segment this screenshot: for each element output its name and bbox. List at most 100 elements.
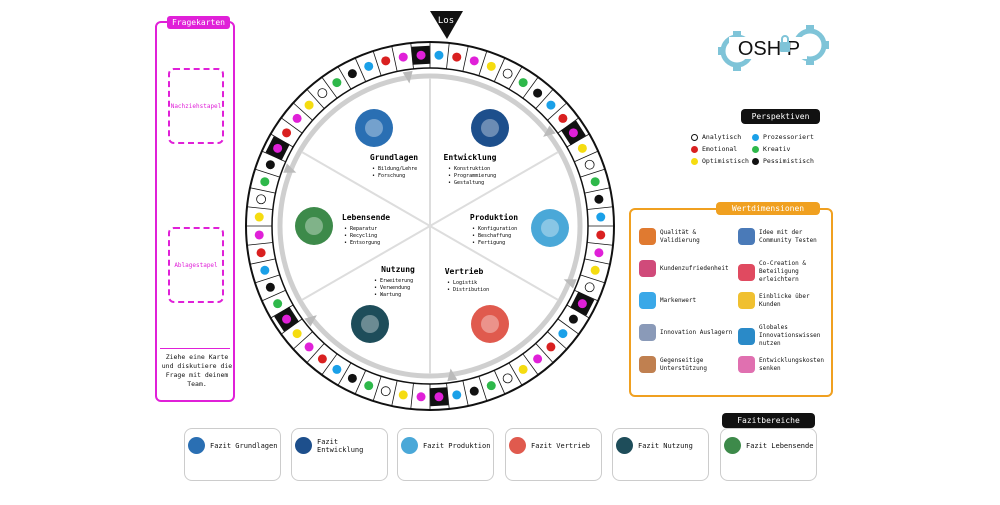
- track-field: [502, 68, 513, 79]
- track-separator: [508, 362, 523, 386]
- track-separator: [306, 343, 325, 364]
- direction-arrow: [563, 279, 577, 289]
- track-field: [546, 100, 556, 110]
- wertdimension-item: Innovation Auslagern: [639, 324, 734, 341]
- wertdimension-label: Gegenseitige Unterstützung: [660, 356, 707, 372]
- track-field: [332, 364, 342, 374]
- fazit-card[interactable]: Fazit Grundlagen: [184, 428, 281, 481]
- track-separator: [535, 88, 554, 109]
- wertdimension-item: Globales Innovationswissen nutzen: [738, 324, 826, 348]
- track-separator: [522, 353, 539, 376]
- fazit-icon: [188, 437, 205, 454]
- fazit-label: Fazit Entwicklung: [317, 437, 364, 454]
- track-field: [273, 143, 283, 153]
- wertdimension-icon: [639, 260, 656, 277]
- track-field: [486, 61, 496, 71]
- track-field: [260, 177, 270, 187]
- perspektive-item: Prozessoriert: [752, 133, 814, 141]
- track-field: [292, 329, 302, 339]
- track-circle: [277, 73, 583, 379]
- track-field: [398, 52, 408, 62]
- fazit-card[interactable]: Fazit Produktion: [397, 428, 494, 481]
- sector-title: Grundlagen: [370, 153, 418, 162]
- track-separator: [372, 376, 382, 402]
- track-field: [317, 88, 328, 99]
- fazit-card[interactable]: Fazit Entwicklung: [291, 428, 388, 481]
- sector-icon-detail: [361, 315, 379, 333]
- sector-item: • Gestaltung: [448, 180, 484, 186]
- track-field: [518, 78, 528, 88]
- track-field: [304, 100, 314, 110]
- wertdimension-icon: [639, 228, 656, 245]
- track-separator: [574, 150, 599, 163]
- wertdimension-item: Co-Creation & Beteiligung erleichtern: [738, 260, 826, 284]
- perspektive-dot: [691, 157, 698, 165]
- wertdimension-icon: [639, 324, 656, 341]
- perspektive-label: Optimistisch: [702, 157, 749, 165]
- track-separator: [270, 304, 294, 319]
- board-arrows: [283, 70, 577, 382]
- track-field: [452, 390, 462, 400]
- sector-produktion: Produktion• Konfiguration• Beschaffung• …: [470, 209, 569, 247]
- sector-icon-detail: [541, 219, 559, 237]
- nachziehstapel-slot[interactable]: Nachziehstapel: [168, 68, 224, 144]
- track-field: [584, 282, 595, 293]
- fazit-card[interactable]: Fazit Nutzung: [612, 428, 709, 481]
- ablagestapel-slot[interactable]: Ablagestapel: [168, 227, 224, 303]
- wertdimension-item: Kundenzufriedenheit: [639, 260, 734, 277]
- perspektive-item: Optimistisch: [691, 157, 749, 165]
- fazit-label: Fazit Lebensende: [746, 441, 814, 450]
- direction-arrow: [543, 125, 556, 137]
- track-separator: [321, 353, 338, 376]
- track-separator: [522, 76, 539, 99]
- sector-icon: [295, 207, 333, 245]
- track-separator: [508, 66, 523, 90]
- fazit-card-header: Fazit Grundlagen: [188, 437, 277, 454]
- track-field: [260, 265, 270, 275]
- sector-item: • Fertigung: [472, 240, 505, 246]
- track-separator: [306, 88, 325, 109]
- sector-item: • Konstruktion: [448, 166, 490, 172]
- direction-arrow: [447, 368, 458, 382]
- sector-title: Nutzung: [381, 265, 415, 274]
- fazit-label: Fazit Produktion: [423, 441, 491, 450]
- wertdimension-icon: [738, 327, 755, 345]
- track-field: [502, 373, 513, 384]
- perspektive-dot: [752, 157, 759, 165]
- track-separator: [587, 206, 614, 210]
- track-separator: [254, 168, 280, 178]
- track-separator: [270, 133, 294, 148]
- fazit-icon: [724, 437, 741, 454]
- sector-icon: [531, 209, 569, 247]
- board-sectors: Grundlagen• Bildung/Lehre• ForschungEntw…: [295, 109, 569, 343]
- wertdimension-item: Qualität & Validierung: [639, 228, 734, 245]
- fazit-card-header: Fazit Produktion: [401, 437, 490, 454]
- perspektive-dot: [691, 145, 698, 153]
- track-field: [594, 194, 604, 204]
- start-label: Los: [438, 16, 454, 26]
- track-separator: [249, 187, 276, 194]
- perspektive-item: Emotional: [691, 145, 737, 153]
- track-separator: [292, 331, 313, 350]
- direction-arrow: [304, 315, 317, 327]
- wertdimension-label: Entwicklungskosten senken: [759, 356, 825, 372]
- track-separator: [321, 76, 338, 99]
- fazit-card[interactable]: Fazit Vertrieb: [505, 428, 602, 481]
- perspektive-item: Kreativ: [752, 145, 790, 153]
- track-field: [568, 314, 578, 324]
- sector-vertrieb: Vertrieb• Logistik• Distribution: [445, 266, 509, 343]
- sector-icon: [471, 109, 509, 147]
- track-separator: [580, 168, 606, 178]
- sector-item: • Konfiguration: [472, 226, 517, 232]
- start-marker[interactable]: Los: [430, 11, 463, 39]
- track-field: [469, 386, 479, 396]
- track-field: [364, 61, 374, 71]
- fazit-card[interactable]: Fazit Lebensende: [720, 428, 817, 481]
- perspektive-dot: [752, 133, 759, 141]
- start-flag: [430, 11, 463, 39]
- wertdimension-label: Qualität & Validierung: [660, 228, 700, 244]
- wertdimension-label: Markenwert: [660, 296, 697, 304]
- sector-entwicklung: Entwicklung• Konstruktion• Programmierun…: [444, 109, 509, 186]
- track-field: [254, 230, 264, 240]
- track-field: [568, 128, 578, 138]
